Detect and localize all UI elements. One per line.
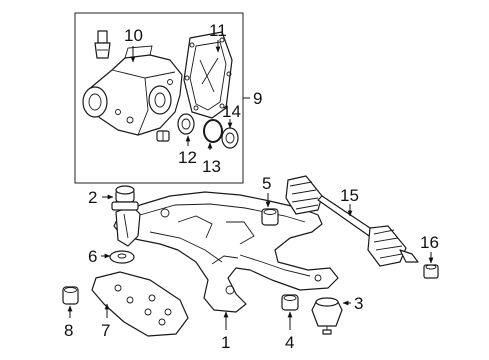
callout-9: 9 <box>253 89 262 108</box>
seal-12 <box>177 113 195 135</box>
differential-housing <box>82 45 183 136</box>
bushing-2 <box>111 185 139 211</box>
callout-10: 10 <box>124 26 143 45</box>
axle-nut-16 <box>423 264 439 279</box>
callout-16: 16 <box>420 233 439 252</box>
callout-15: 15 <box>340 186 359 205</box>
drain-plug <box>156 130 170 142</box>
callout-13: 13 <box>202 157 221 176</box>
mount-3 <box>311 297 343 335</box>
bushing-4 <box>281 294 299 311</box>
callout-5: 5 <box>262 174 271 193</box>
bushing-5 <box>261 208 279 226</box>
washer-6 <box>109 250 135 264</box>
bushing-8 <box>62 286 79 305</box>
seal-14 <box>221 127 239 149</box>
vent-plug <box>94 30 111 59</box>
callout-14: 14 <box>222 102 241 121</box>
callout-7: 7 <box>101 321 110 340</box>
callout-3: 3 <box>354 294 363 313</box>
subframe-bracket <box>115 205 141 247</box>
callout-12: 12 <box>178 148 197 167</box>
differential-cover <box>183 31 233 119</box>
reinforcement-plate-7 <box>91 271 189 337</box>
rear-subframe <box>113 191 339 313</box>
snap-ring-13 <box>203 119 223 143</box>
axle-shaft <box>285 175 419 267</box>
callout-2: 2 <box>88 188 97 207</box>
callout-1: 1 <box>221 333 230 352</box>
callout-11: 11 <box>209 21 227 40</box>
callout-8: 8 <box>64 321 73 340</box>
callout-4: 4 <box>285 333 294 352</box>
callout-6: 6 <box>88 247 97 266</box>
